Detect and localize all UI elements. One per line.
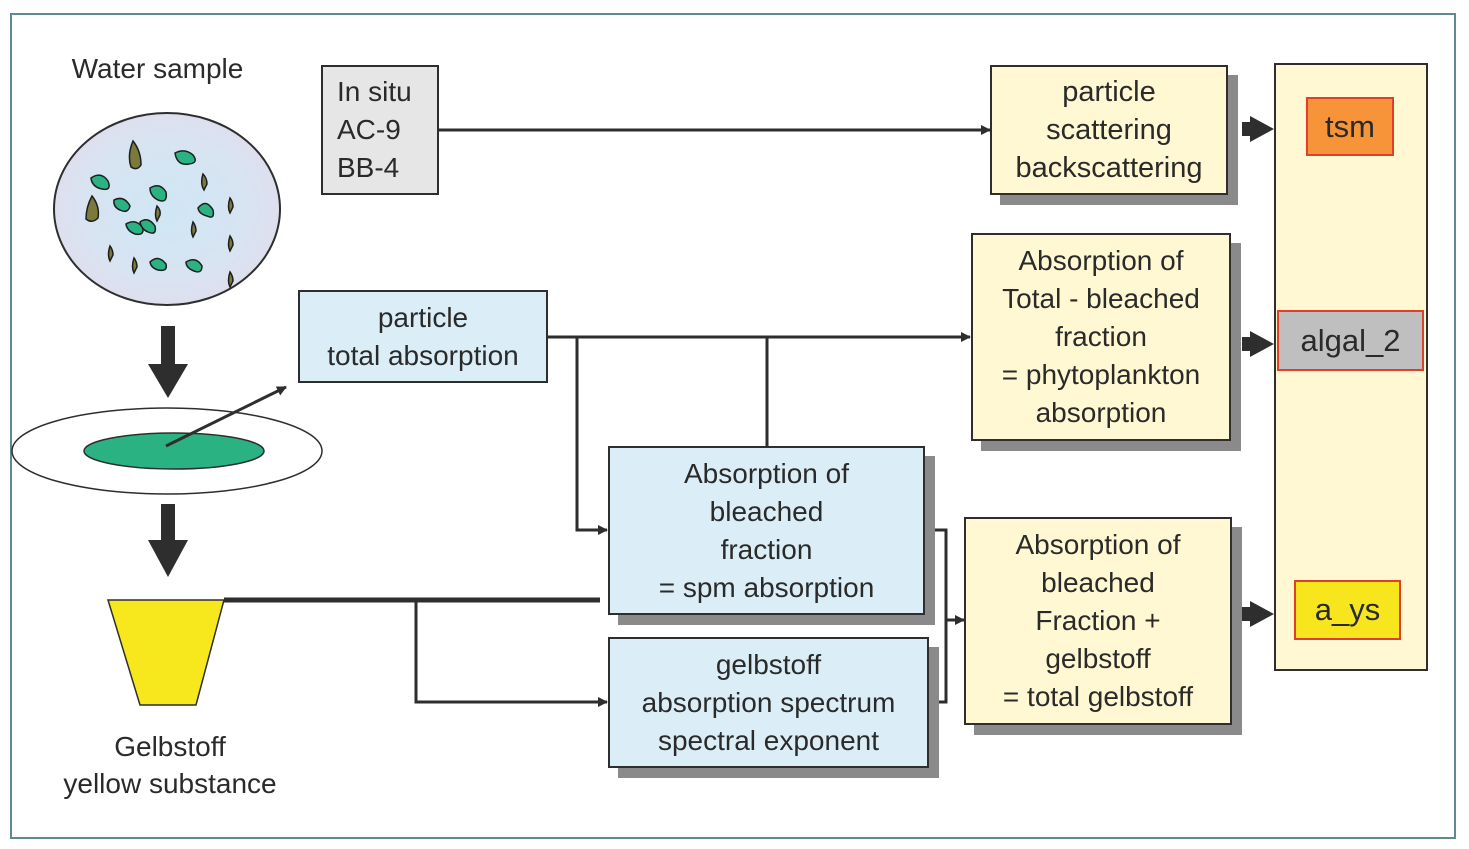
down-arrow-icon [148,504,188,577]
connector-funnel-to-spectrum [224,598,608,707]
output-algal-2: algal_2 [1277,310,1424,371]
output-arrows [1242,116,1274,627]
total-gelbstoff-box: Absorption of bleached Fraction + gelbst… [964,517,1232,725]
arrow-to-ays-icon [1242,601,1274,627]
filter-disk-icon [11,385,323,495]
output-tsm: tsm [1306,97,1394,156]
connector-spectrum-to-total-gelbstoff [926,620,948,704]
in-situ-box: In situ AC-9 BB-4 [321,65,439,195]
particle-scattering-box: particle scattering backscattering [990,65,1228,195]
gelbstoff-spectrum-box: gelbstoff absorption spectrum spectral e… [608,637,929,768]
connector-total-to-spm [575,337,608,535]
arrow-to-algal-icon [1242,331,1274,357]
gelbstoff-funnel-icon [106,599,225,706]
output-a-ys: a_ys [1294,580,1401,640]
down-arrow-icon [148,326,188,398]
particle-total-absorption-box: particle total absorption [298,290,548,383]
gelbstoff-label: Gelbstoff yellow substance [63,731,277,799]
water-sample-label: Water sample [71,53,244,84]
diagram-frame [10,13,1456,839]
phytoplankton-absorption-box: Absorption of Total - bleached fraction … [971,233,1231,441]
connector-spm-to-total-gelbstoff [924,528,965,625]
spm-absorption-box: Absorption of bleached fraction = spm ab… [608,446,925,615]
arrow-to-tsm-icon [1242,116,1274,142]
water-sample-icon [53,112,281,306]
